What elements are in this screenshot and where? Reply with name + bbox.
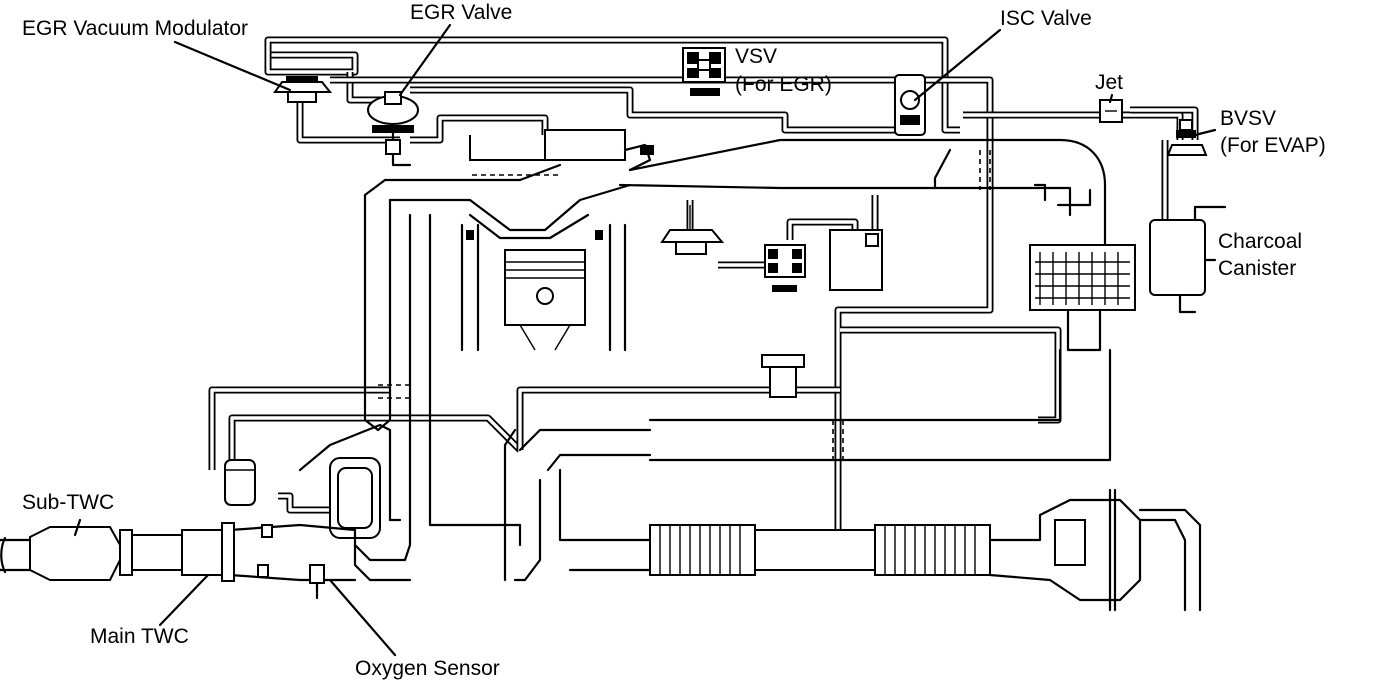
vacuum-chamber-symbol (224, 459, 256, 506)
label-oxygen-sensor: Oxygen Sensor (355, 657, 500, 680)
egr-vacuum-modulator-symbol (273, 76, 333, 103)
diaphragm-symbol (660, 205, 725, 255)
label-bvsv: BVSV (1220, 107, 1277, 130)
oxygen-sensor-symbol (309, 564, 325, 600)
label-main-twc: Main TWC (90, 625, 189, 648)
air-intake-duct (618, 138, 1136, 462)
isc-valve-symbol (894, 74, 926, 136)
label-sub-twc: Sub-TWC (22, 491, 115, 514)
label-charcoal: Charcoal (1218, 230, 1303, 253)
label-vsv-for-egr: (For EGR) (735, 73, 832, 96)
label-vsv: VSV (735, 45, 778, 68)
label-canister: Canister (1218, 257, 1297, 280)
exhaust-system (0, 423, 1202, 612)
jet-symbol (1099, 99, 1123, 123)
label-egr-vacuum-modulator: EGR Vacuum Modulator (22, 17, 249, 40)
label-bvsv-for-evap: (For EVAP) (1220, 134, 1326, 157)
vacuum-tank-symbol (829, 229, 883, 291)
vsv-lower-symbol (764, 244, 806, 292)
label-jet: Jet (1095, 71, 1124, 94)
cap-symbol (761, 354, 805, 398)
leader-lines (73, 23, 1217, 657)
vsv-egr-symbol (682, 47, 726, 96)
charcoal-canister-symbol (1149, 205, 1227, 314)
label-isc-valve: ISC Valve (1000, 7, 1092, 30)
egr-valve-symbol (367, 91, 419, 167)
bvsv-symbol (1166, 119, 1208, 156)
hidden-passages (378, 150, 991, 460)
engine-cylinder (353, 129, 654, 562)
label-egr-valve: EGR Valve (410, 1, 513, 24)
